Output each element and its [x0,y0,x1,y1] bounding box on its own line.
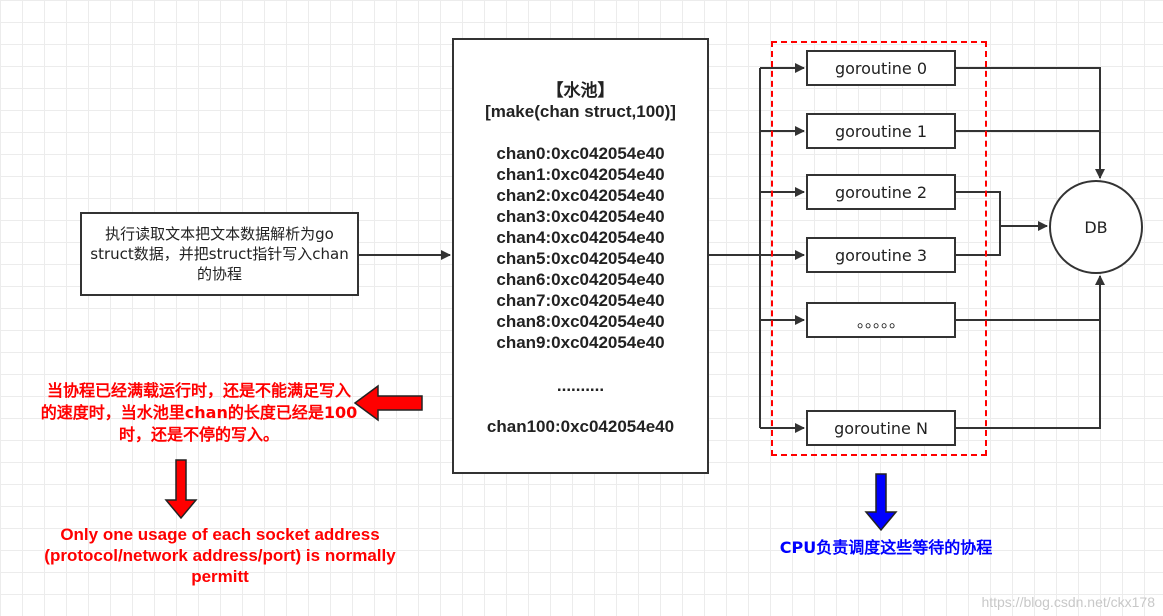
chan-entry: chan7:0xc042054e40 [496,291,665,310]
pool-title: 【水池】 [546,81,615,100]
chan-entry: chan4:0xc042054e40 [496,228,665,247]
chan-entry: chan9:0xc042054e40 [496,333,665,352]
chan-entry: chan2:0xc042054e40 [496,186,665,205]
goroutine-group-frame [771,41,987,456]
producer-goroutine-box: 执行读取文本把文本数据解析为go struct数据，并把struct指针写入ch… [80,212,359,296]
chan-entry-last: chan100:0xc042054e40 [486,417,675,436]
goroutine-2-box: goroutine 2 [806,174,956,210]
pool-ellipsis: .......... [556,376,605,395]
goroutine-n-box: goroutine N [806,410,956,446]
chan-entry: chan8:0xc042054e40 [496,312,665,331]
goroutine-ellipsis-box: 。。。。。 [806,302,956,338]
producer-text: 执行读取文本把文本数据解析为go struct数据，并把struct指针写入ch… [90,225,349,283]
chan-entry: chan0:0xc042054e40 [496,144,665,163]
chan-entry: chan1:0xc042054e40 [496,165,665,184]
socket-error-note: Only one usage of each socket address (p… [44,525,396,586]
chan-entry: chan6:0xc042054e40 [496,270,665,289]
database-node: DB [1049,180,1143,274]
goroutine-1-box: goroutine 1 [806,113,956,149]
goroutine-0-box: goroutine 0 [806,50,956,86]
chan-entry: chan5:0xc042054e40 [496,249,665,268]
db-label: DB [1084,217,1108,237]
channel-pool-box: 【水池】 [make(chan struct,100)] chan0:0xc04… [452,38,709,474]
watermark: https://blog.csdn.net/ckx178 [981,594,1155,610]
cpu-scheduler-note: CPU负责调度这些等待的协程 [779,538,993,557]
warning-note: 当协程已经满载运行时，还是不能满足写入的速度时，当水池里chan的长度已经是10… [40,381,358,444]
pool-make: [make(chan struct,100)] [485,102,676,121]
chan-entry: chan3:0xc042054e40 [496,207,665,226]
goroutine-3-box: goroutine 3 [806,237,956,273]
